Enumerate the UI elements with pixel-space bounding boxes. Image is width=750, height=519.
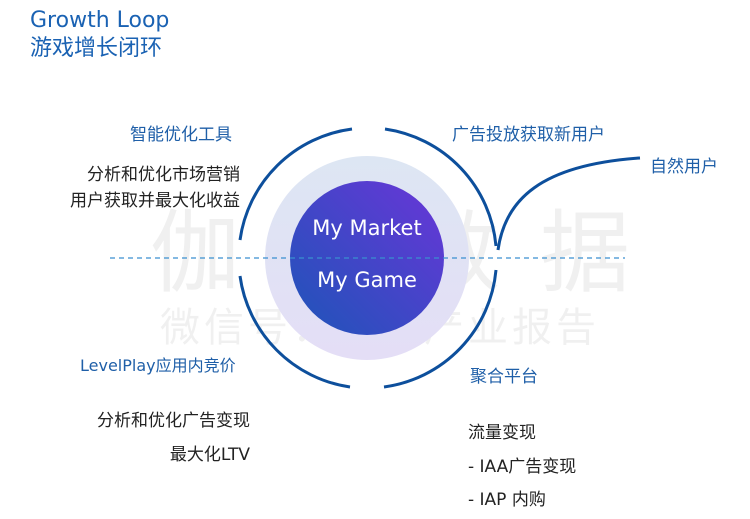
desc-bottom-right-2: - IAA广告变现 (468, 457, 577, 477)
label-mediation-platform: 聚合平台 (470, 367, 538, 387)
label-optimization-tools: 智能优化工具 (130, 125, 232, 145)
desc-bottom-right-3: - IAP 内购 (468, 490, 546, 510)
desc-bottom-left-1: 分析和优化广告变现 (97, 411, 250, 431)
desc-top-left-1: 分析和优化市场营销 (87, 165, 240, 185)
arc-bottom-left (238, 275, 351, 389)
center-label-game: My Game (317, 268, 417, 292)
label-levelplay: LevelPlay应用内竞价 (80, 356, 236, 375)
desc-top-left-2: 用户获取并最大化收益 (70, 191, 240, 211)
desc-bottom-right-1: 流量变现 (468, 423, 536, 443)
arc-organic (496, 156, 641, 251)
arc-bottom-right (383, 269, 498, 389)
label-ad-acquisition: 广告投放获取新用户 (452, 125, 605, 145)
arc-top-right (384, 127, 498, 247)
title-en: Growth Loop (30, 8, 170, 33)
title-cn: 游戏增长闭环 (30, 36, 163, 61)
center-label-market: My Market (312, 216, 422, 240)
label-organic-users: 自然用户 (650, 157, 718, 177)
arc-top-left (238, 127, 353, 241)
desc-bottom-left-2: 最大化LTV (169, 445, 250, 465)
